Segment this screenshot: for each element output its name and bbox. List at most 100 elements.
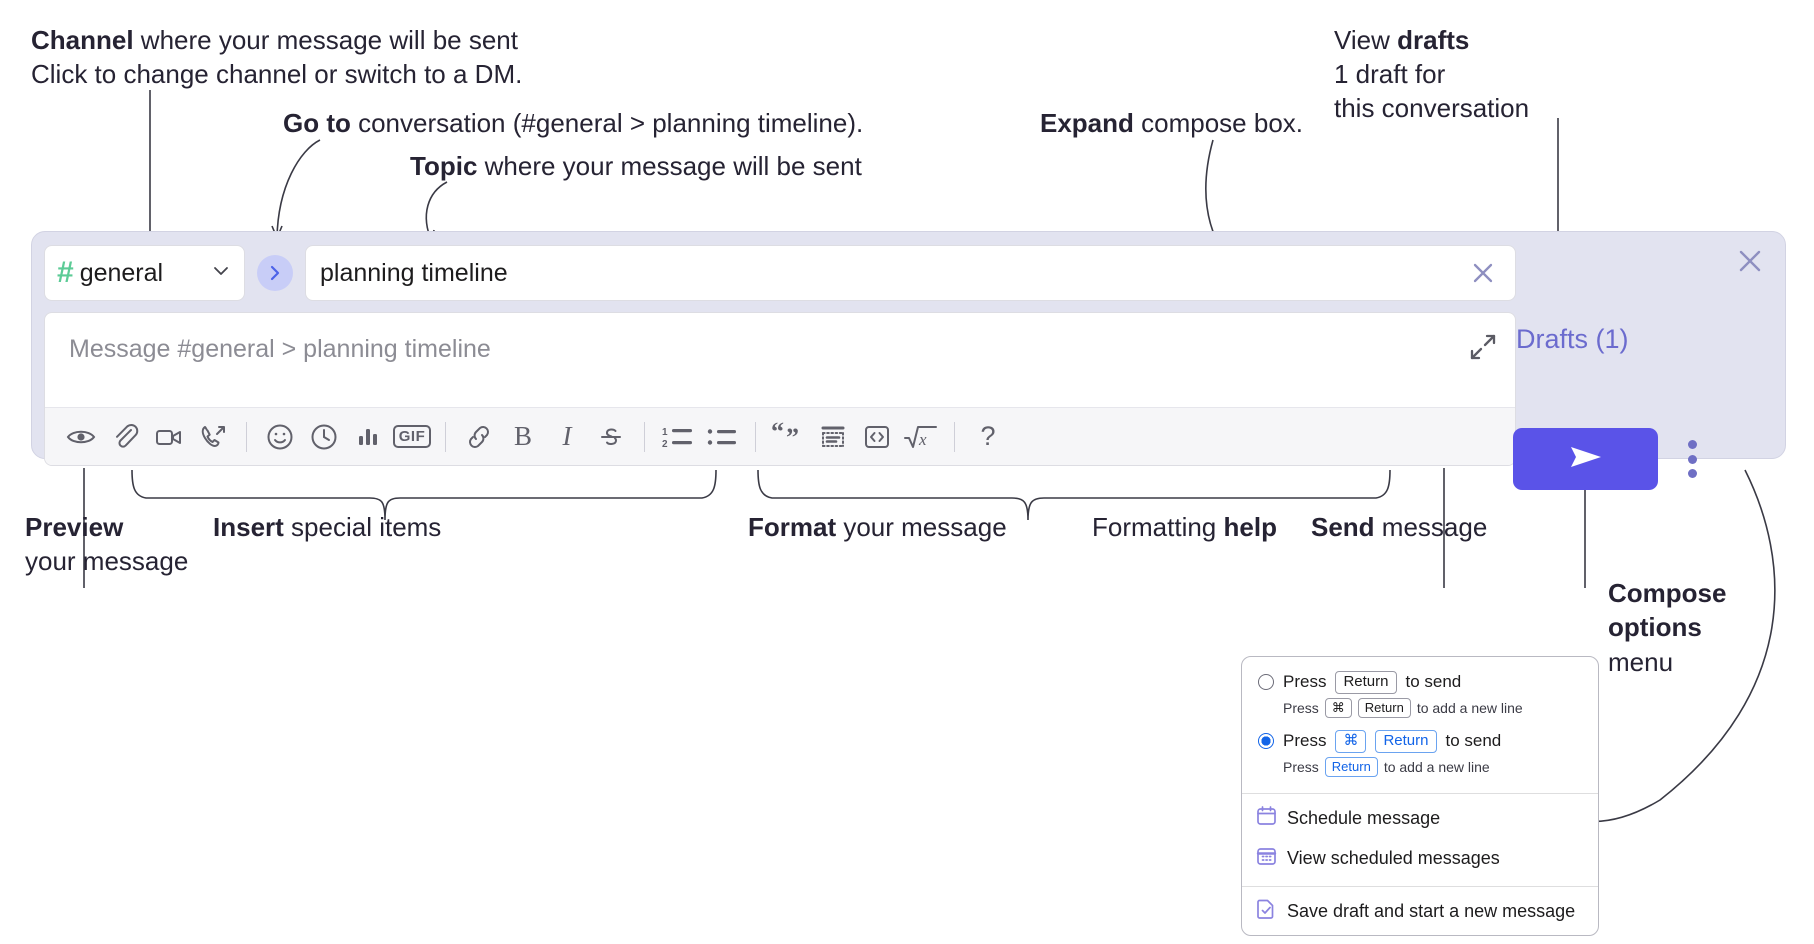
attach-icon[interactable] bbox=[103, 415, 147, 459]
compose-inner: # general planning timeline bbox=[44, 244, 1516, 466]
math-icon[interactable]: x bbox=[899, 415, 943, 459]
audio-clip-icon[interactable] bbox=[191, 415, 235, 459]
opt2-pre: Press bbox=[1283, 731, 1327, 751]
preview-icon[interactable] bbox=[59, 415, 103, 459]
close-icon[interactable] bbox=[1731, 242, 1769, 280]
annotation-compose-l2: options bbox=[1608, 612, 1702, 643]
annotation-formatting-help: Formatting help bbox=[1092, 511, 1277, 545]
opt2-post: to send bbox=[1445, 731, 1502, 751]
hash-icon: # bbox=[57, 256, 74, 289]
annotation-compose-l3: menu bbox=[1608, 646, 1674, 677]
svg-text:2: 2 bbox=[662, 439, 668, 450]
separator-5 bbox=[954, 421, 955, 452]
opt1-hint-pre: Press bbox=[1283, 699, 1319, 716]
topic-field[interactable]: planning timeline bbox=[305, 245, 1516, 301]
calendar-icon bbox=[1256, 805, 1277, 831]
annotation-channel-bold: Channel bbox=[31, 25, 134, 55]
compose-options-popup: Press Return to send Press ⌘ Return to a… bbox=[1241, 656, 1599, 936]
annotation-drafts: View drafts 1 draft for this conversatio… bbox=[1334, 24, 1529, 125]
italic-icon[interactable]: I bbox=[545, 415, 589, 459]
annotation-format-rest: your message bbox=[836, 512, 1007, 542]
video-icon[interactable] bbox=[147, 415, 191, 459]
send-option-return[interactable]: Press Return to send bbox=[1242, 667, 1598, 694]
kebab-dot-2 bbox=[1687, 454, 1697, 464]
ordered-list-icon[interactable]: 1 2 bbox=[656, 415, 700, 459]
help-label: ? bbox=[980, 421, 996, 451]
link-icon[interactable] bbox=[457, 415, 501, 459]
annotation-send-bold: Send bbox=[1311, 512, 1375, 542]
view-scheduled-item[interactable]: View scheduled messages bbox=[1242, 838, 1598, 878]
annotation-channel: Channel where your message will be sent … bbox=[31, 24, 522, 92]
annotation-format-bold: Format bbox=[748, 512, 837, 542]
annotation-drafts-bold: drafts bbox=[1397, 25, 1470, 55]
annotation-channel-sub: Click to change channel or switch to a D… bbox=[31, 58, 523, 89]
annotation-expand: Expand compose box. bbox=[1040, 107, 1303, 141]
opt1-hint-post: to add a new line bbox=[1416, 699, 1523, 716]
message-editor: Message #general > planning timeline bbox=[44, 312, 1516, 466]
annotation-goto-rest: conversation (#general > planning timeli… bbox=[350, 108, 864, 138]
annotation-expand-bold: Expand bbox=[1040, 108, 1134, 138]
send-option-cmd-return[interactable]: Press ⌘ Return to send bbox=[1242, 726, 1598, 753]
radio-cmd-return[interactable] bbox=[1258, 733, 1274, 750]
blockquote-icon[interactable]: “ ” bbox=[767, 415, 811, 459]
bold-icon[interactable]: B bbox=[501, 415, 545, 459]
drafts-link[interactable]: Drafts (1) bbox=[1516, 324, 1629, 354]
annotation-topic: Topic where your message will be sent bbox=[410, 150, 862, 184]
annotation-insert-bold: Insert bbox=[213, 512, 284, 542]
separator-4 bbox=[755, 421, 756, 452]
opt2-key-cmd: ⌘ bbox=[1335, 730, 1367, 753]
annotation-insert-rest: special items bbox=[283, 512, 442, 542]
view-scheduled-label: View scheduled messages bbox=[1287, 847, 1500, 868]
poll-icon[interactable] bbox=[346, 415, 390, 459]
opt1-post: to send bbox=[1405, 672, 1462, 692]
popup-divider-1 bbox=[1242, 793, 1598, 794]
annotation-drafts-pre: View bbox=[1334, 25, 1398, 55]
expand-compose-box-icon[interactable] bbox=[1467, 331, 1499, 363]
save-draft-label: Save draft and start a new message bbox=[1287, 900, 1576, 921]
svg-text:x: x bbox=[918, 430, 927, 449]
annotation-drafts-sub2: this conversation bbox=[1334, 92, 1530, 123]
annotation-send-rest: message bbox=[1374, 512, 1488, 542]
save-draft-item[interactable]: Save draft and start a new message bbox=[1242, 887, 1598, 935]
annotation-compose-options: Compose options menu bbox=[1608, 576, 1726, 679]
annotation-send: Send message bbox=[1311, 511, 1487, 545]
annotation-help-pre: Formatting bbox=[1092, 512, 1224, 542]
opt1-pre: Press bbox=[1283, 672, 1327, 692]
code-icon[interactable] bbox=[855, 415, 899, 459]
bulleted-list-icon[interactable] bbox=[700, 415, 744, 459]
annotation-goto-bold: Go to bbox=[283, 108, 351, 138]
calendar-grid-icon bbox=[1256, 845, 1277, 871]
gif-icon[interactable]: GIF bbox=[390, 415, 434, 459]
clear-topic-icon[interactable] bbox=[1465, 255, 1501, 291]
gif-label: GIF bbox=[392, 424, 432, 449]
message-input[interactable]: Message #general > planning timeline bbox=[45, 313, 1515, 407]
strikethrough-icon[interactable] bbox=[589, 415, 633, 459]
formatting-toolbar: GIF B I bbox=[45, 407, 1515, 465]
italic-label: I bbox=[562, 421, 572, 451]
code-block-icon[interactable] bbox=[811, 415, 855, 459]
message-placeholder: Message #general > planning timeline bbox=[69, 335, 491, 363]
svg-text:1: 1 bbox=[662, 427, 668, 438]
send-option-return-hint: Press ⌘ Return to add a new line bbox=[1242, 694, 1598, 726]
annotation-expand-rest: compose box. bbox=[1133, 108, 1304, 138]
annotation-drafts-sub1: 1 draft for bbox=[1334, 58, 1446, 89]
svg-text:”: ” bbox=[786, 423, 799, 452]
emoji-icon[interactable] bbox=[258, 415, 302, 459]
schedule-icon[interactable] bbox=[302, 415, 346, 459]
channel-selector[interactable]: # general bbox=[44, 245, 245, 301]
topic-value: planning timeline bbox=[320, 258, 508, 287]
kebab-dot-3 bbox=[1687, 469, 1697, 478]
separator-3 bbox=[644, 421, 645, 452]
schedule-message-item[interactable]: Schedule message bbox=[1242, 794, 1598, 838]
compose-header-row: # general planning timeline bbox=[44, 244, 1516, 302]
compose-options-button[interactable] bbox=[1675, 436, 1709, 482]
opt2-key-return: Return bbox=[1375, 730, 1437, 753]
annotation-preview: Preview your message bbox=[25, 511, 188, 579]
document-check-icon bbox=[1256, 898, 1277, 924]
annotation-insert: Insert special items bbox=[213, 511, 441, 545]
send-button[interactable] bbox=[1513, 428, 1658, 490]
go-to-conversation-icon[interactable] bbox=[257, 255, 293, 291]
radio-return[interactable] bbox=[1258, 674, 1274, 691]
opt1-hint-cmd: ⌘ bbox=[1324, 697, 1352, 718]
formatting-help-icon[interactable]: ? bbox=[966, 415, 1010, 459]
